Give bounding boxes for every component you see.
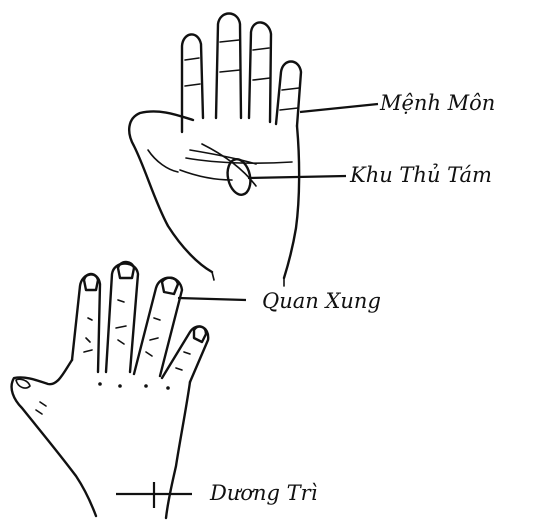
leader-quan-xung [178,298,246,300]
back-of-hand-illustration [12,262,209,518]
label-quan-xung: Quan Xung [262,289,381,313]
label-menh-mon: Mệnh Môn [379,91,495,115]
label-duong-tri: Dương Trì [209,481,317,505]
palm-illustration [129,14,301,287]
leader-menh-mon [300,104,378,112]
label-khu-thu-tam: Khu Thủ Tám [349,163,492,187]
leader-khu-thu-tam [248,176,346,178]
